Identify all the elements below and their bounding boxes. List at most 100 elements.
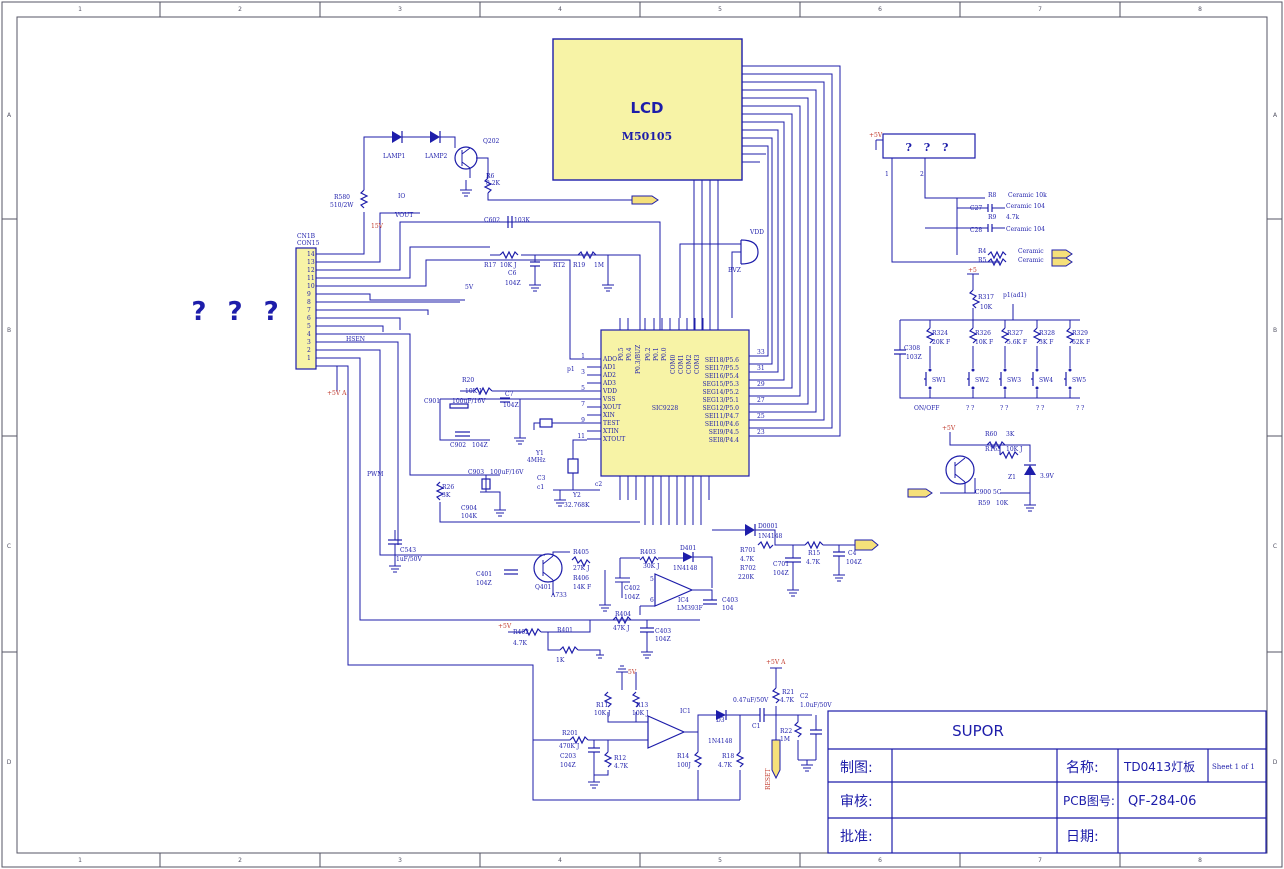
v5-keys-power: +5V [869,132,883,139]
vdd-label: VDD [749,229,764,236]
zener-driver-transistor-icon [945,455,975,485]
c4-label: C4 [848,550,857,557]
r702-value: 220K [738,574,754,581]
d401-label: D401 [680,545,696,552]
c903-label: C903 [468,469,484,476]
buzzer-icon [740,239,759,265]
col-mark: 6 [878,857,882,864]
v15-power-label: 15V [371,223,384,230]
r13-value: 10K J [632,710,649,717]
mcu-left-pins: ADO AD1 AD2 AD3 VDD VSS XOUT XIN TEST XT… [577,353,625,443]
mcu-pin-number: 33 [757,349,765,356]
mcu-pin-label: SEI18/P5.6 [705,357,739,364]
y1-crystal-icon [539,418,553,428]
v5-small-power: +5V [498,623,512,630]
r14-resistor-icon [693,751,703,768]
mcu-pin-number: 31 [757,365,765,372]
keys-pin-2: 2 [920,171,924,178]
col-mark: 8 [1198,857,1202,864]
r60-value: 3K [1006,431,1015,438]
ceramic-c27-value: Ceramic 104 [1006,203,1045,210]
lamp-circuit: LAMP1 LAMP2 Q202 R6 8.2K R580 510/2W 15V… [330,131,632,230]
connector-pin: 2 [307,347,311,354]
ic4-comparator-icon [654,573,694,607]
r13-resistor-icon [631,691,641,708]
net-port-flag [631,195,659,205]
q401-opamp-region: C401 104Z Q401 A733 R405 27K J R406 14K … [460,545,738,664]
r329-label: R329 [1072,330,1088,337]
c403b-label: C403 [655,628,671,635]
reset-port-flag [771,739,781,780]
connector-pin: 11 [307,275,315,282]
r317-value: 10K [980,304,993,311]
r15-resistor-icon [804,540,824,550]
c402-label: C402 [624,585,640,592]
c403b-value: 104Z [655,636,671,643]
mcu-top-pin-label: P0.5 [618,347,625,361]
r6-value: 8.2K [486,180,501,187]
c203-label: C203 [560,753,576,760]
mcu-top-pin-label: P0.1 [653,347,660,361]
r14-value: 100J [677,762,691,769]
r5-label: R5 [978,257,987,264]
lamp2-label: LAMP2 [425,153,447,160]
zener-region: +5V R60 3K R163 10K J Z1 3.9V C900 5C R5… [907,425,1055,512]
c543-label: C543 [400,547,416,554]
c543-value: 1uF/50V [396,556,423,563]
col-mark: 5 [718,6,722,13]
r4-label: R4 [978,248,987,255]
mcu-pin-number: 11 [577,433,585,440]
c308-label: C308 [904,345,920,352]
sw1-label: SW1 [932,377,946,384]
d3-value: 1N4148 [708,738,733,745]
checked-by-label: 审核: [840,794,873,810]
mcu-top-pin-label: P0.2 [645,347,652,361]
sw1-switch: SW1 ON/OFF [914,368,946,412]
r5-resistor-icon [987,257,1007,267]
r12-label: R12 [614,755,626,762]
r326-value: 10K F [975,339,993,346]
r701-value: 4.7K [740,556,755,563]
r327-label: R327 [1007,330,1023,337]
ceramic-r8-note: Ceramic 10k [1008,192,1047,199]
c2-value: 1.0uF/50V [800,702,832,709]
lamp1-label: LAMP1 [383,153,405,160]
row-mark: C [1273,543,1277,550]
mcu-pin-label: SEG12/P5.0 [702,405,739,412]
q202-label: Q202 [483,138,500,145]
q401-label: Q401 [535,584,551,591]
zener-value: 3.9V [1040,473,1055,480]
connector-type: CON15 [297,240,320,247]
d0001-diode-icon [745,524,755,536]
r19-value: 1M [594,262,604,269]
r580-value: 510/2W [330,202,354,209]
connector-pin: 9 [307,291,311,298]
zener-port-flag [907,488,933,498]
r15-label: R15 [808,550,820,557]
col-mark: 4 [558,6,562,13]
mcu-pin-label: SEI17/P5.5 [705,365,739,372]
mcu-pin-label: SEG14/P5.2 [702,389,739,396]
r327-resistor-icon [1000,327,1010,344]
sw2-switch: SW2 ? ? [966,368,989,412]
connector-pin: 1 [307,355,311,362]
r580-resistor-icon [359,189,369,209]
r324-label: R324 [932,330,948,337]
d3-diode-icon [716,710,726,720]
c701-label: C701 [773,561,789,568]
connector-pin: 3 [307,339,311,346]
connector-pin: 14 [307,251,315,258]
c701-value: 104Z [773,570,789,577]
r11-value: 10K J [594,710,611,717]
key-input-region: ? ? ? +5V 1 2 R8 R9 C27 C28 Ceramic 10k … [869,132,1073,267]
mcu-pin-label: SEG13/P5.1 [702,397,739,404]
r26-value: 3K [442,492,451,499]
mcu-pin-number: 9 [581,417,585,424]
c6-label: C6 [508,270,517,277]
plus5va-power-label: +5V A [327,390,347,397]
r22-label: R22 [780,728,792,735]
lcd-segment-bus [693,65,841,437]
zener-diode-icon [1024,465,1036,475]
c401-label: C401 [476,571,492,578]
unknown-module-label: ? ? ? [906,141,953,154]
